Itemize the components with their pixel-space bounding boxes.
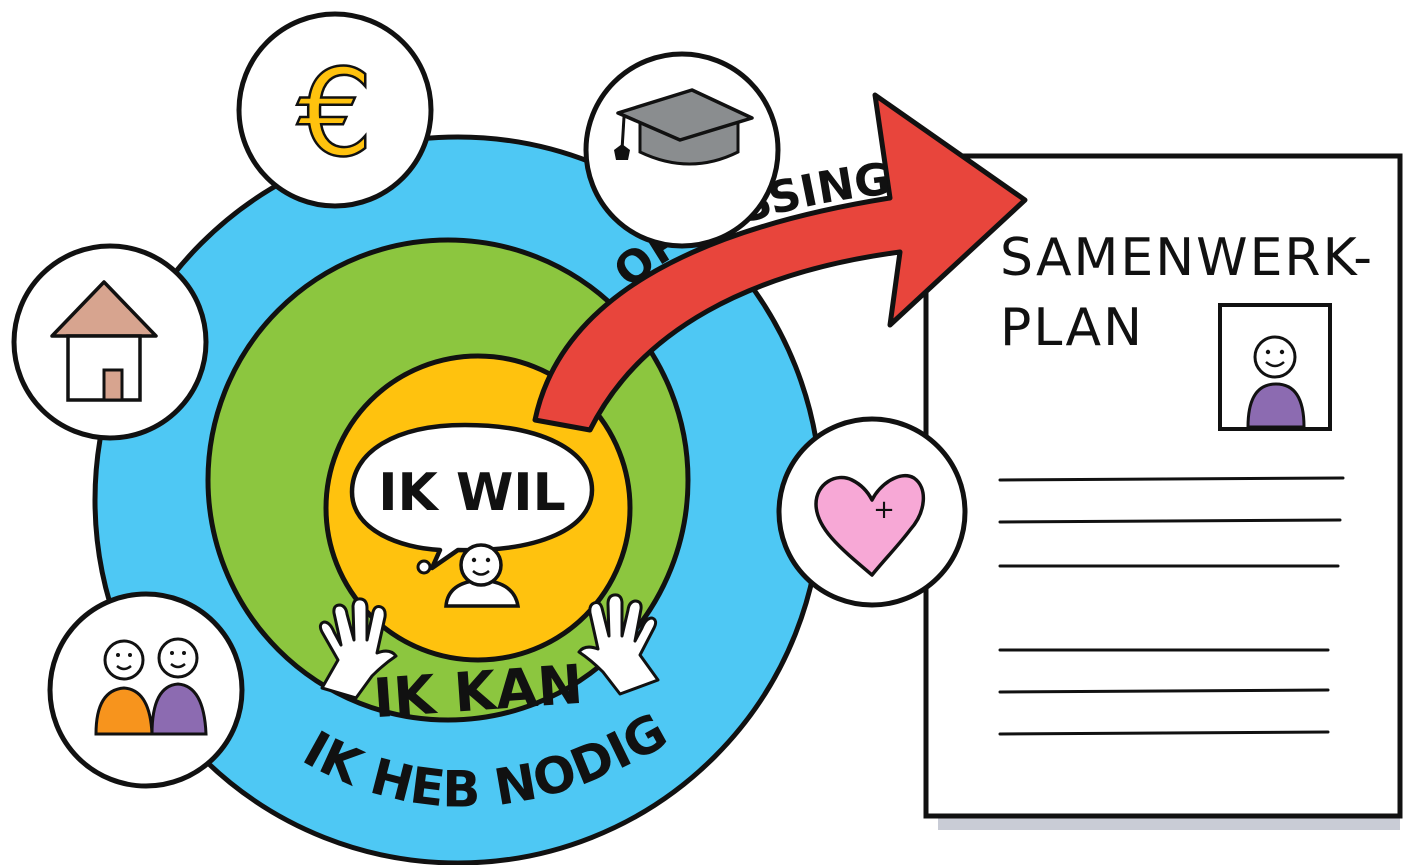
- middle-ring-label: IK KAN: [371, 653, 584, 730]
- plus-symbol: +: [873, 495, 895, 525]
- two-people-icon: [47, 591, 245, 789]
- document-title-line1: SAMENWERK-: [1000, 228, 1374, 288]
- document-page: [923, 153, 1403, 819]
- document-title-line2: PLAN: [1000, 298, 1144, 358]
- euro-symbol: €: [297, 45, 373, 184]
- portrait-photo: [1218, 303, 1332, 431]
- heart-plus-icon: +: [776, 416, 968, 608]
- right-hand-icon: [577, 593, 660, 696]
- euro-icon: €: [236, 11, 434, 209]
- document-lines: [998, 476, 1345, 736]
- left-hand-icon: [318, 597, 398, 700]
- samenwerkplan-document: SAMENWERK- PLAN: [923, 153, 1403, 830]
- inner-ring-label: IK WIL: [378, 463, 566, 523]
- speech-bubble: IK WIL: [349, 422, 595, 575]
- house-icon: [11, 243, 209, 441]
- graduation-cap-icon: [583, 51, 781, 249]
- person-icon: [444, 543, 521, 608]
